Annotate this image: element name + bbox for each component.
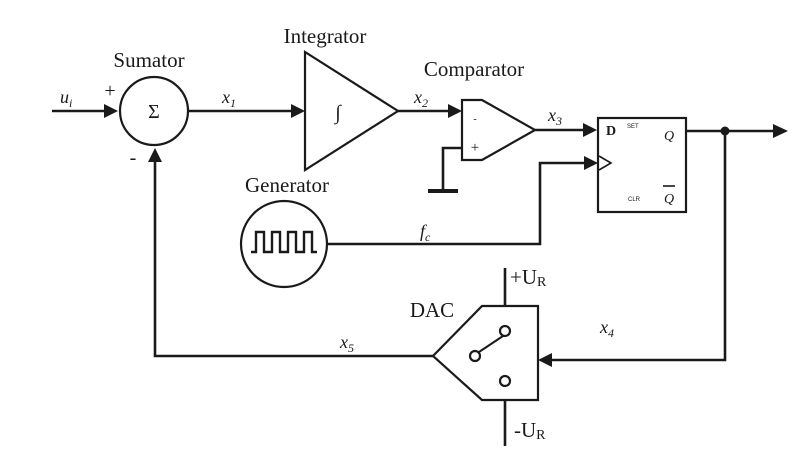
ff-d-label: D — [606, 124, 616, 139]
integrator-label: Integrator — [284, 24, 367, 48]
arrow-x3 — [583, 123, 597, 137]
ff-clr-label: CLR — [628, 197, 641, 203]
flip-flop-rect — [596, 116, 688, 214]
arrow-x2 — [448, 104, 462, 118]
signal-wires — [52, 104, 788, 446]
dac-contact-common — [468, 349, 482, 363]
wire-fc — [327, 161, 590, 246]
signal-x5-label: x5 — [339, 332, 354, 355]
ff-q-label: Q — [664, 129, 674, 144]
sum-minus-sign: - — [130, 147, 137, 169]
sum-symbol: Σ — [148, 101, 160, 123]
signal-labels: x1 x2 x3 x4 x5 fc — [221, 87, 614, 355]
arrow-x1 — [291, 104, 305, 118]
comparator-shape — [460, 98, 538, 162]
ff-set-label: SET — [627, 124, 639, 130]
integrator-block: ∫ Integrator — [284, 24, 401, 173]
signal-x1-label: x1 — [221, 87, 236, 110]
comparator-label: Comparator — [424, 57, 524, 81]
dac-contact-top — [498, 324, 512, 338]
comparator-block: - + Comparator — [424, 57, 538, 162]
sumator-label: Sumator — [113, 48, 184, 72]
generator-label: Generator — [245, 173, 329, 197]
generator-circle — [239, 199, 329, 289]
ur-minus-label: -UR — [514, 418, 546, 443]
sumator-block: Σ Sumator + - — [104, 48, 190, 169]
sumator-circle — [118, 75, 190, 147]
arrow-output — [773, 124, 788, 138]
integral-symbol: ∫ — [333, 102, 342, 125]
arrow-clock — [584, 156, 598, 170]
wire-x5 — [153, 158, 433, 358]
dac-contact-bottom — [498, 374, 512, 388]
signal-fc-label: fc — [420, 221, 431, 244]
signal-x3-label: x3 — [547, 105, 562, 128]
wire-comparator-ground — [441, 146, 462, 190]
comparator-minus: - — [473, 114, 476, 125]
integrator-triangle — [303, 49, 401, 173]
arrow-x4 — [538, 353, 552, 367]
clock-input-marker — [598, 155, 613, 171]
flip-flop-block: D SET Q CLR Q — [596, 116, 688, 214]
comparator-plus: + — [471, 140, 479, 156]
dac-switch-arm — [478, 335, 504, 353]
input-label: ui — [60, 87, 72, 110]
signal-x2-label: x2 — [413, 87, 428, 110]
sum-plus-sign: + — [104, 80, 115, 102]
dac-label: DAC — [410, 298, 454, 322]
wire-x4 — [548, 131, 727, 362]
generator-block: Generator — [239, 173, 329, 289]
ur-plus-label: +UR — [510, 265, 547, 290]
signal-x4-label: x4 — [599, 317, 614, 340]
arrow-input — [104, 104, 118, 118]
arrow-x5 — [148, 148, 162, 162]
square-wave-icon — [251, 230, 317, 254]
dac-block: DAC +UR -UR — [410, 265, 547, 443]
dac-shape — [431, 304, 540, 402]
ff-qbar-label: Q — [664, 192, 674, 207]
